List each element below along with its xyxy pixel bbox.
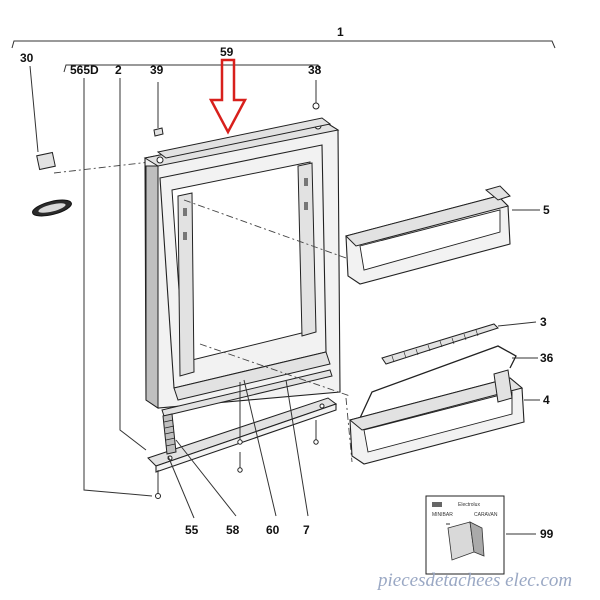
manual-model-b: CARAVAN — [474, 512, 498, 518]
instruction-manual: Electrolux MINIBAR CARAVAN — [425, 495, 505, 575]
screw-39 — [153, 82, 164, 137]
label-3: 3 — [540, 315, 547, 329]
label-39: 39 — [150, 63, 164, 77]
manual-model-a: MINIBAR — [432, 512, 453, 518]
label-5: 5 — [543, 203, 550, 217]
lower-door-shelf — [348, 369, 525, 465]
label-99: 99 — [540, 527, 554, 541]
leader-3 — [497, 321, 537, 327]
leader-565d — [83, 78, 153, 497]
label-2: 2 — [115, 63, 122, 77]
label-58: 58 — [226, 523, 240, 537]
bottom-hinge-plate — [147, 397, 338, 473]
wire-retainer — [359, 345, 517, 419]
label-55: 55 — [185, 523, 199, 537]
seal-gasket-58 — [162, 413, 177, 455]
assembly-bracket — [11, 40, 556, 49]
leader-7 — [285, 379, 309, 517]
manual-brand: Electrolux — [458, 502, 480, 508]
watermark: piecesdetachees elec.com — [376, 570, 572, 591]
screw-38 — [312, 80, 320, 110]
leader-2 — [119, 78, 147, 451]
screws-bottom — [155, 382, 319, 499]
leader-60 — [243, 379, 277, 517]
label-1: 1 — [337, 25, 344, 39]
leader-30b — [53, 161, 151, 174]
label-4: 4 — [543, 393, 550, 407]
label-59: 59 — [220, 45, 234, 59]
dash-line-right — [345, 397, 353, 463]
leader-55 — [167, 455, 195, 519]
label-7: 7 — [303, 523, 310, 537]
upper-door-shelf — [345, 185, 511, 285]
highlight-arrow — [208, 58, 248, 135]
dash-line-upper — [183, 199, 347, 259]
label-60: 60 — [266, 523, 280, 537]
label-565d: 565D — [70, 63, 99, 77]
bottle-retainer-rail — [381, 323, 499, 365]
top-seal-strip — [156, 117, 332, 159]
brand-badge — [32, 199, 72, 217]
leader-58 — [175, 439, 237, 517]
dash-line-lower — [199, 343, 351, 397]
label-30: 30 — [20, 51, 34, 65]
label-38: 38 — [308, 63, 322, 77]
sub-bracket — [63, 64, 321, 73]
label-36: 36 — [540, 351, 554, 365]
label-sticker — [36, 151, 56, 171]
leader-30 — [29, 65, 39, 153]
door-frame — [143, 121, 341, 409]
